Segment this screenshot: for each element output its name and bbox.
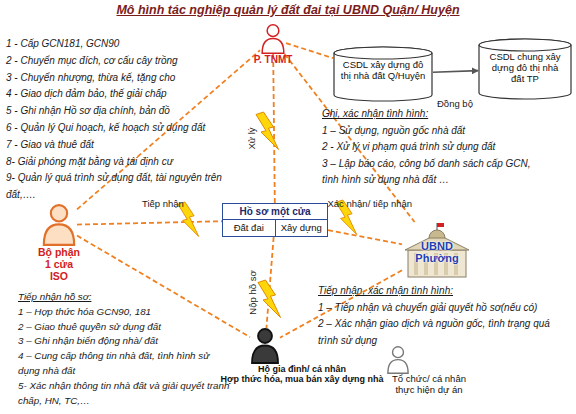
person-body bbox=[262, 39, 284, 54]
connector-line bbox=[328, 230, 402, 244]
node-text: Hộ gia đình/ cá nhân bbox=[258, 364, 346, 374]
person-icon bbox=[250, 328, 280, 364]
database-cylinder: CSDL chung xây dựng đô thị nhà đất TP bbox=[478, 38, 572, 100]
cell-row: Đất đaiXây dựng bbox=[223, 219, 327, 236]
list-heading: Ghi, xác nhận tình hình: bbox=[322, 106, 546, 123]
person-head bbox=[393, 347, 404, 358]
node-text: UBND Phường bbox=[402, 240, 472, 264]
node-text: Hợp thức hóa, mua bán xây dựng nhà bbox=[221, 374, 384, 384]
person-head bbox=[258, 329, 272, 343]
list-item: 3 – Lập báo cáo, công bố danh sách cấp G… bbox=[322, 156, 546, 189]
node-text: P. TNMT bbox=[254, 54, 293, 66]
connector-label: Xác nhận/ tiếp nhận bbox=[328, 198, 413, 209]
list-item: 9- Quản lý quá trình sử dụng đất, tài ng… bbox=[6, 170, 232, 204]
person-body bbox=[44, 224, 74, 244]
connector-label: Xử lý bbox=[246, 127, 257, 149]
list-item: 5 - Ghi nhận Hồ sơ địa chính, bản đồ bbox=[6, 103, 232, 120]
list-item: 2 – Xác nhận giao dịch và nguồn gốc, tìn… bbox=[318, 316, 560, 349]
connector-label: Đồng bộ bbox=[437, 98, 473, 109]
list-item: 7 - Giao và thuê đất bbox=[6, 137, 232, 154]
list-item: 4 - Giao dịch đảm bảo, thế giải chấp bbox=[6, 86, 232, 103]
office-person: Bộ phận 1 cửa ISO bbox=[20, 204, 98, 290]
person-head bbox=[51, 205, 67, 221]
lightning-bolt bbox=[256, 112, 279, 150]
diagram-title: Mô hình tác nghiệp quản lý đất đai tại U… bbox=[0, 3, 576, 17]
building-node: UBND Phường bbox=[402, 222, 472, 280]
note-list: Tiếp nhận hồ sơ:1 – Hợp thức hóa GCN90, … bbox=[18, 290, 230, 408]
table-cell: Xây dựng bbox=[275, 220, 328, 236]
node-text: CSDL xây dựng đô thị nhà đất Q/Huyện bbox=[340, 60, 426, 82]
person-head bbox=[267, 25, 279, 37]
list-heading: Tiếp nhận, xác nhận tình hình: bbox=[318, 283, 560, 300]
list-item: 6 - Quản lý Qui hoạch, kế hoạch sử dụng … bbox=[6, 120, 232, 137]
cylinder-top bbox=[334, 47, 432, 59]
flag bbox=[437, 223, 444, 227]
list-item: 2 – Giao thuê quyền sử dụng đất bbox=[18, 320, 230, 335]
building-dome bbox=[429, 230, 445, 238]
list-item: 2 - Xử lý vi phạm quá trình sử dụng đất bbox=[322, 139, 546, 156]
list-item: 1 – Hợp thức hóa GCN90, 181 bbox=[18, 305, 230, 320]
lightning-bolt bbox=[258, 280, 281, 318]
connector-line bbox=[273, 54, 275, 203]
note-list: Tiếp nhận, xác nhận tình hình:1 – Tiếp n… bbox=[318, 283, 560, 349]
file-box: Hồ sơ một cửaĐất đaiXây dựng bbox=[222, 203, 328, 237]
list-item: 1 – Tiếp nhận và chuyển giải quyết hồ sơ… bbox=[318, 300, 560, 317]
list-item: 1 – Sử dụng, nguồn gốc nhà đất bbox=[322, 123, 546, 140]
node-text: CSDL chung xây dựng đô thị nhà đất TP bbox=[486, 52, 564, 85]
cylinder-body bbox=[479, 39, 571, 99]
database-cylinder: CSDL xây dựng đô thị nhà đất Q/Huyện bbox=[333, 46, 433, 102]
list-item: 3 - Chuyển nhượng, thừa kế, tặng cho bbox=[6, 70, 232, 87]
node-text: Tổ chức/ cá nhân thực hiện dự án bbox=[388, 374, 470, 396]
note-list: 1 - Cấp GCN181, GCN902 - Chuyển mục đích… bbox=[6, 36, 232, 204]
connector-line bbox=[433, 71, 478, 73]
connector-line bbox=[286, 43, 333, 58]
person-body bbox=[252, 346, 278, 364]
connector-line bbox=[77, 221, 222, 224]
organisation-person: Tổ chức/ cá nhân thực hiện dự án bbox=[380, 346, 478, 412]
list-heading: Tiếp nhận hồ sơ: bbox=[18, 290, 230, 305]
person-body bbox=[388, 360, 408, 374]
person-icon bbox=[260, 24, 286, 54]
cylinder-top bbox=[479, 39, 571, 51]
cylinder-body bbox=[334, 47, 432, 101]
list-item: 8- Giải phóng mặt bằng và tái định cư bbox=[6, 154, 232, 171]
connector-label: Nộp hồ sơ bbox=[247, 270, 258, 314]
table-cell: Đất đai bbox=[223, 220, 275, 236]
list-item: 5- Xác nhận thông tin nhà đất và giải qu… bbox=[18, 379, 230, 409]
list-item: 3 – Ghi nhận biến động nhà/ đất bbox=[18, 334, 230, 349]
connector-label: Tiếp nhận bbox=[142, 198, 184, 209]
list-item: 4 – Cung cấp thông tin nhà đất, tình hìn… bbox=[18, 349, 230, 379]
staff-person: P. TNMT bbox=[244, 24, 302, 78]
list-item: 1 - Cấp GCN181, GCN90 bbox=[6, 36, 232, 53]
person-icon bbox=[386, 346, 410, 374]
node-heading: Hồ sơ một cửa bbox=[223, 204, 327, 219]
person-icon bbox=[41, 204, 77, 246]
node-text: Bộ phận 1 cửa ISO bbox=[35, 246, 84, 282]
note-list: Ghi, xác nhận tình hình:1 – Sử dụng, ngu… bbox=[322, 106, 546, 189]
list-item: 2 - Chuyển mục đích, cơ cấu cây trồng bbox=[6, 53, 232, 70]
